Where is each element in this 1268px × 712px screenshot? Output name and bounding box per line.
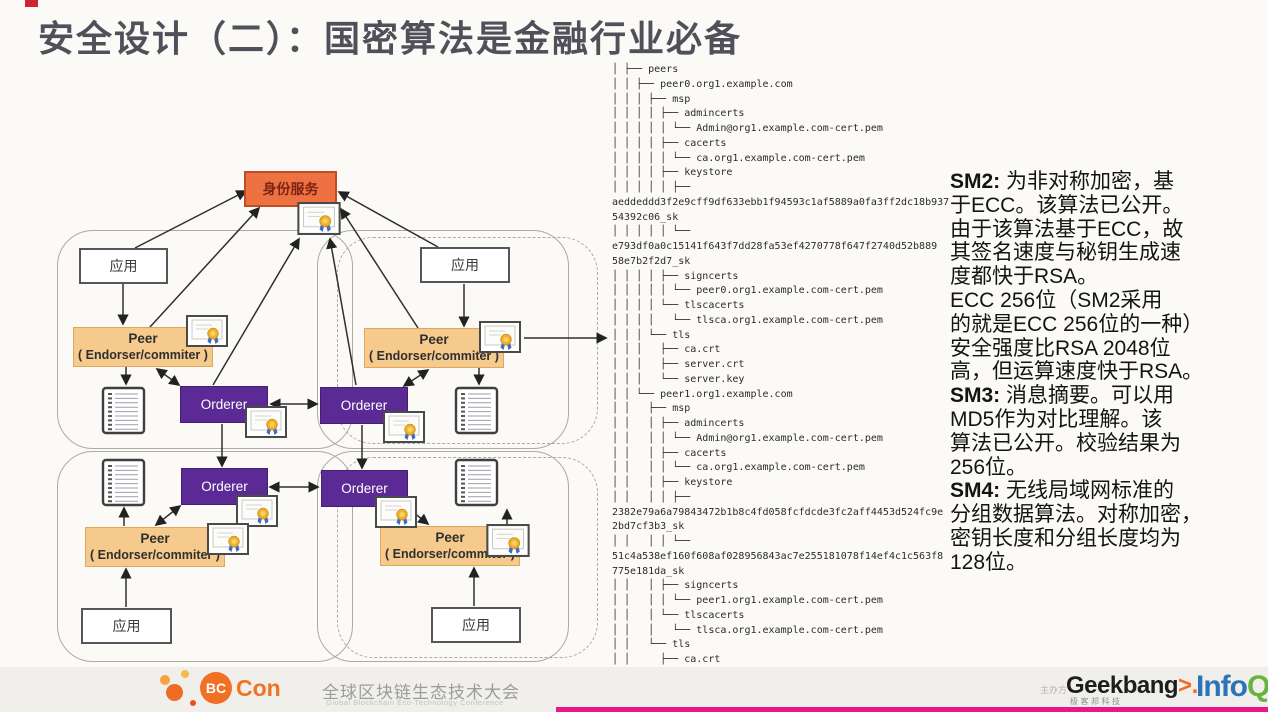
ledger-icon	[454, 386, 499, 435]
app-box-top-right: 应用	[420, 247, 510, 283]
app-label: 应用	[451, 257, 479, 273]
peer-label: Peer	[128, 330, 158, 346]
bccon-logo-dot	[166, 684, 183, 701]
infoq-info-text: Info	[1196, 670, 1248, 703]
sm3-text: 消息摘要。可以用 MD5作为对比理解。该 算法已公开。校验结果为 256位。	[950, 384, 1181, 479]
ledger-icon	[101, 386, 146, 435]
bottom-pink-accent-bar	[556, 707, 1268, 712]
orderer-label: Orderer	[341, 481, 388, 496]
infoq-logo: InfoQ	[1196, 670, 1268, 704]
sm4-text: 无线局域网标准的 分组数据算法。对称加密， 密钥长度和分组长度均为 128位。	[950, 479, 1202, 574]
peer-label: Peer	[435, 529, 465, 545]
peer-sublabel: ( Endorser/commiter )	[90, 547, 220, 562]
certificate-icon	[297, 202, 341, 235]
bccon-logo-bc-circle: BC	[200, 672, 232, 704]
orderer-label: Orderer	[340, 398, 388, 413]
app-label: 应用	[462, 617, 490, 633]
bccon-bc-text: BC	[205, 680, 227, 696]
top-left-red-accent	[25, 0, 38, 7]
sm4-label: SM4:	[950, 479, 1001, 503]
identity-service-box: 身份服务	[244, 171, 337, 207]
ledger-icon	[454, 458, 499, 507]
sm3-note: SM3: 消息摘要。可以用 MD5作为对比理解。该 算法已公开。校验结果为 25…	[950, 384, 1262, 479]
sm-algorithm-notes: SM2: 为非对称加密，基 于ECC。该算法已公开。 由于该算法基于ECC，故 …	[950, 170, 1262, 575]
bccon-logo-dot	[160, 675, 170, 685]
certificate-icon	[207, 523, 249, 555]
sm3-label: SM3:	[950, 384, 1001, 408]
certificate-icon	[375, 496, 417, 528]
geekbang-arrow: >.	[1178, 672, 1198, 699]
org-container-top-right	[317, 230, 569, 449]
conference-name-cn: 全球区块链生态技术大会	[322, 683, 520, 702]
certificate-icon	[186, 315, 228, 347]
peer-box-bottom-left: Peer ( Endorser/commiter )	[85, 527, 225, 567]
certificate-icon	[245, 406, 287, 438]
bccon-con-text: Con	[236, 675, 281, 701]
bccon-logo-dot	[190, 700, 196, 706]
footer: BC Con 全球区块链生态技术大会 Global Blockchain Eco…	[0, 667, 1268, 712]
app-box-top-left: 应用	[79, 248, 168, 284]
conference-name-en: Global Blockchain Eco-Technology Confere…	[326, 698, 504, 707]
sm4-note: SM4: 无线局域网标准的 分组数据算法。对称加密， 密钥长度和分组长度均为 1…	[950, 479, 1262, 574]
peer-sublabel: ( Endorser/commiter )	[369, 348, 499, 363]
infoq-q-text: Q	[1246, 670, 1268, 703]
sm2-note: SM2: 为非对称加密，基 于ECC。该算法已公开。 由于该算法基于ECC，故 …	[950, 170, 1262, 384]
orderer-label: Orderer	[201, 479, 248, 494]
geekbang-text: Geekbang	[1066, 672, 1179, 699]
org-container-dashed-bottom-right	[337, 457, 598, 658]
orderer-label: Orderer	[200, 397, 248, 412]
peer-label: Peer	[419, 331, 449, 347]
ledger-icon	[101, 458, 146, 507]
geekbang-subtitle: 极客邦科技	[1070, 697, 1123, 706]
certificate-icon	[383, 411, 425, 443]
org-container-bottom-right	[317, 451, 569, 662]
identity-service-label: 身份服务	[262, 181, 319, 197]
bccon-logo-dot	[181, 670, 189, 678]
geekbang-logo: Geekbang>.	[1066, 672, 1198, 700]
certificate-icon	[479, 321, 521, 353]
organizer-label: 主办方	[1040, 685, 1068, 695]
peer-label: Peer	[140, 530, 170, 546]
slide-title: 安全设计（二）：国密算法是金融行业必备	[38, 18, 743, 59]
app-box-bottom-right: 应用	[431, 607, 521, 643]
certificate-icon	[486, 524, 530, 557]
sm2-text: 为非对称加密，基 于ECC。该算法已公开。 由于该算法基于ECC，故 其签名速度…	[950, 170, 1204, 384]
org-container-bottom-left	[57, 451, 353, 662]
app-label: 应用	[109, 258, 138, 274]
peer-sublabel: ( Endorser/commiter )	[385, 546, 515, 561]
app-label: 应用	[112, 618, 141, 634]
crypto-file-tree: │ ├── peers │ │ ├── peer0.org1.example.c…	[612, 64, 950, 695]
sm2-label: SM2:	[950, 170, 1001, 193]
peer-sublabel: ( Endorser/commiter )	[78, 347, 208, 362]
orderer-box-bottom-left: Orderer	[181, 468, 268, 505]
app-box-bottom-left: 应用	[81, 608, 172, 644]
